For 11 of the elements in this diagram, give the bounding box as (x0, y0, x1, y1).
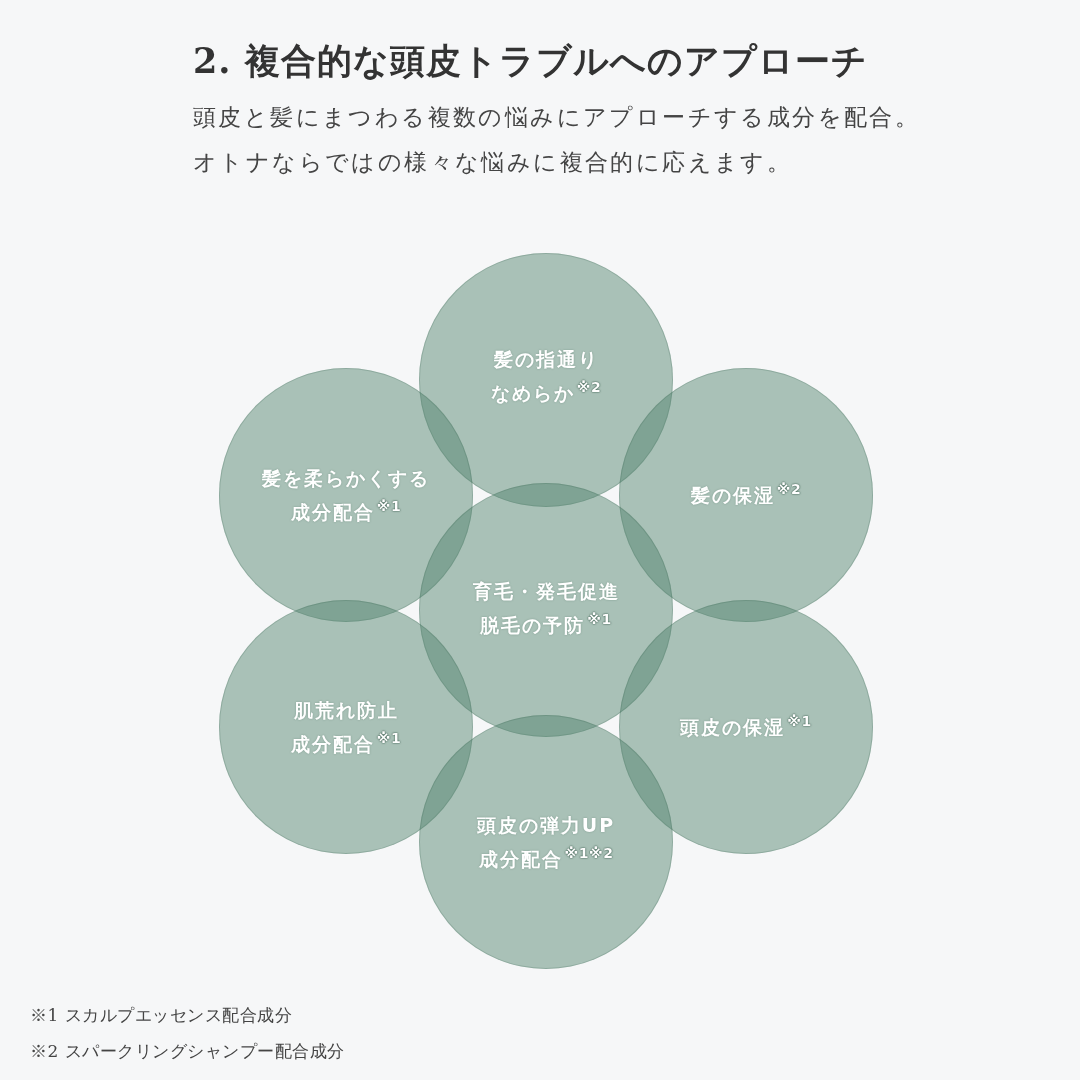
benefit-text: 頭皮の保湿$^{※1}$ (680, 711, 812, 740)
footnote: ※2 スパークリングシャンプー配合成分 (30, 1040, 345, 1063)
benefit-text: 頭皮の弾力UP成分配合$^{※1※2}$ (475, 813, 617, 872)
benefit-text: 肌荒れ防止成分配合$^{※1}$ (289, 698, 403, 757)
title: 2. 複合的な頭皮トラブルへのアプローチ (193, 39, 868, 83)
footnote: ※1 スカルプエッセンス配合成分 (30, 1004, 293, 1027)
intro-text: 頭皮と髪にまつわる複数の悩みにアプローチする成分を配合。オトナならではの様々な悩みに複合的に応えます。 (193, 103, 922, 177)
benefit-text: 髪を柔らかくする成分配合$^{※1}$ (261, 466, 431, 525)
benefit-text: 髪の保湿$^{※2}$ (690, 479, 802, 508)
benefit-text: 髪の指通りなめらか$^{※2}$ (489, 347, 603, 406)
benefit-text: 育毛・発毛促進脱毛の予防$^{※1}$ (471, 579, 621, 638)
